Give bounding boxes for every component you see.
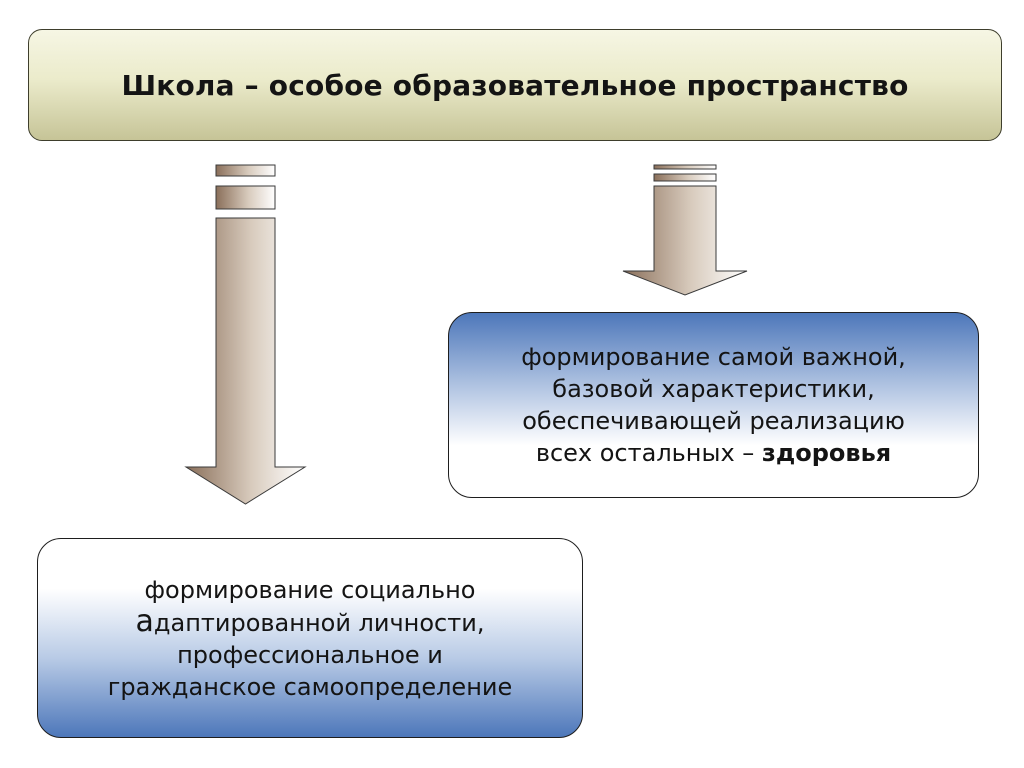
health-line-2: базовой характеристики, <box>552 375 875 403</box>
social-line-2-rest: даптированной личности, <box>153 608 485 637</box>
social-box-text: формирование социально адаптированной ли… <box>108 574 513 703</box>
health-box-text: формирование самой важной, базовой харак… <box>521 341 906 469</box>
health-line-4: всех остальных – здоровья <box>521 437 906 469</box>
right-down-arrow <box>622 164 748 296</box>
left-down-arrow <box>184 164 307 505</box>
social-line-2: адаптированной личности, <box>108 603 513 639</box>
health-line-4-prefix: всех остальных – <box>535 439 762 467</box>
title-text: Школа – особое образовательное пространс… <box>121 68 909 102</box>
health-box: формирование самой важной, базовой харак… <box>448 312 979 498</box>
health-keyword: здоровья <box>761 439 892 467</box>
social-line-1: формирование социально <box>144 575 476 604</box>
social-line-4: гражданское самоопределение <box>107 672 513 701</box>
social-line-2-first-letter: а <box>135 603 154 639</box>
title-box: Школа – особое образовательное пространс… <box>28 29 1002 141</box>
social-box: формирование социально адаптированной ли… <box>37 538 583 738</box>
health-line-1: формирование самой важной, <box>521 343 906 371</box>
social-line-3: профессиональное и <box>177 640 443 669</box>
health-line-3: обеспечивающей реализацию <box>522 407 905 435</box>
